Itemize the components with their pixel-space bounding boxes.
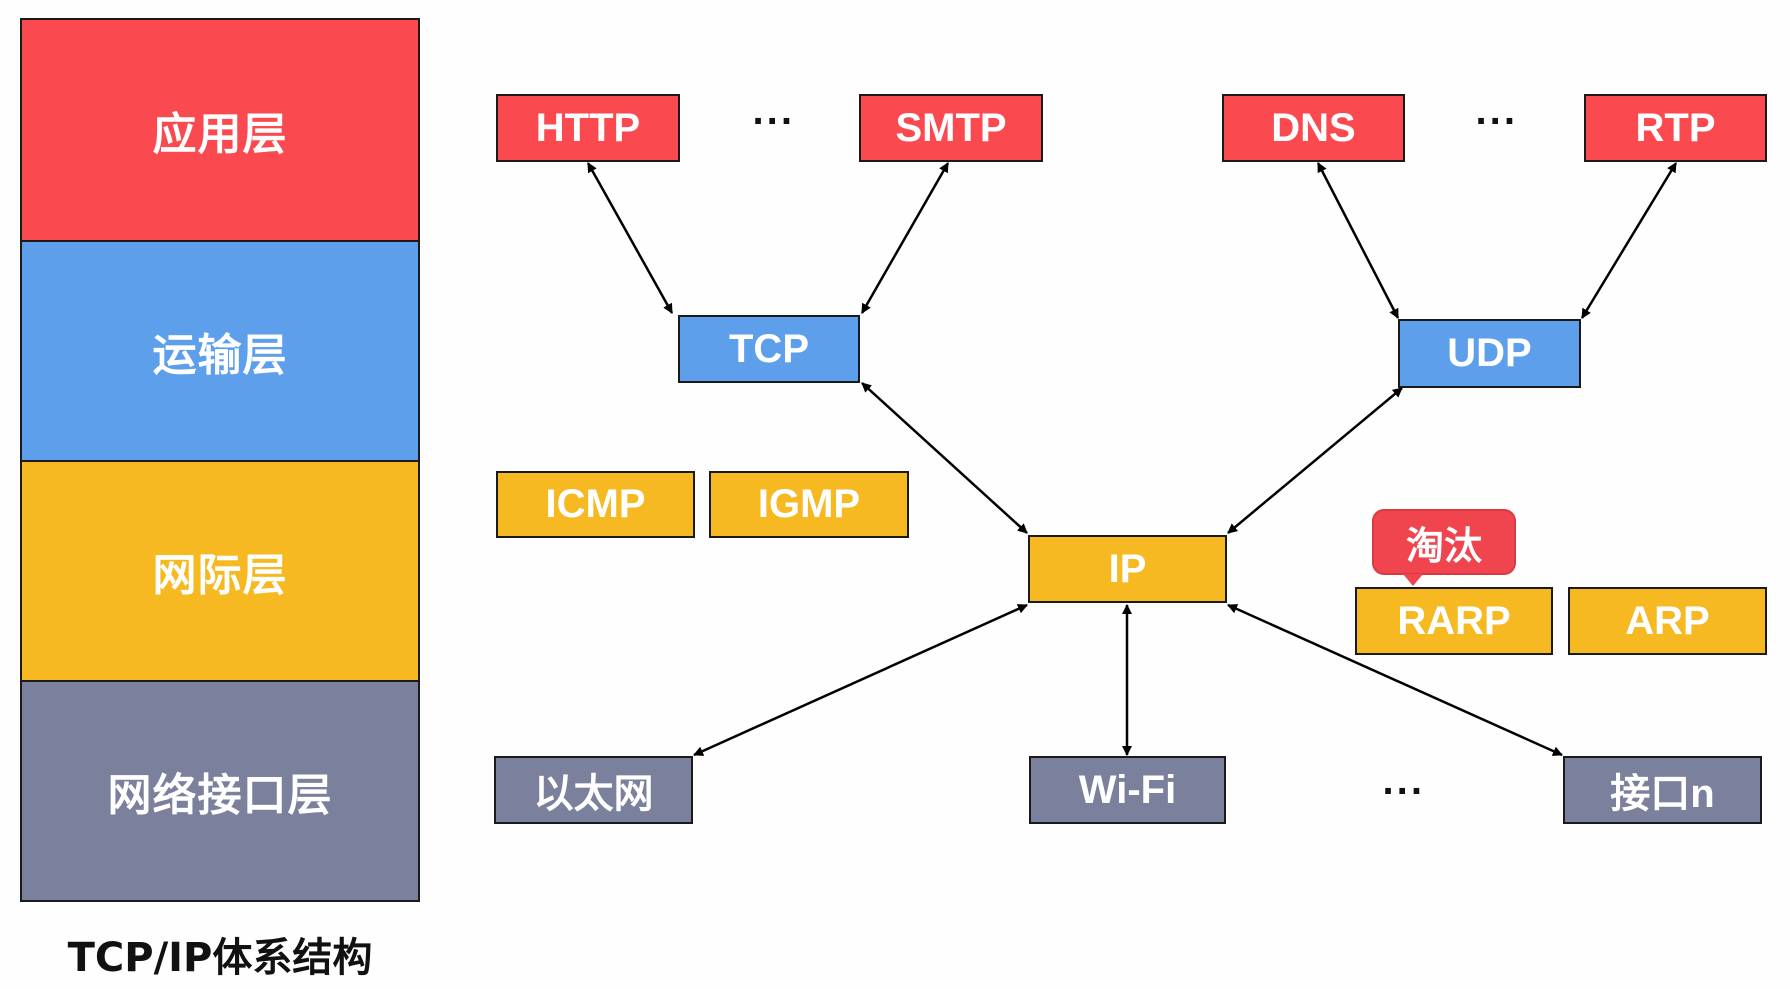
interface-ethernet: 以太网 [494, 756, 693, 824]
ellipsis-application-right: ··· [1475, 102, 1518, 140]
protocol-label: IGMP [757, 482, 861, 526]
protocol-label: RTP [1635, 105, 1716, 150]
protocol-label: 以太网 [533, 772, 654, 816]
protocol-label: DNS [1271, 105, 1356, 150]
protocol-label: Wi-Fi [1078, 767, 1177, 812]
protocol-ip: IP [1028, 535, 1227, 603]
arrow-udp-ip [1227, 387, 1403, 534]
layer-internet: 网际层 [20, 460, 420, 682]
protocol-udp: UDP [1398, 319, 1581, 388]
protocol-igmp: IGMP [709, 471, 909, 538]
interface-wifi: Wi-Fi [1029, 756, 1226, 824]
layer-label: 网络接口层 [107, 770, 333, 821]
badge-label: 淘汰 [1405, 523, 1482, 568]
arrow-ip-ethernet [693, 603, 1028, 757]
protocol-label: 接口n [1610, 772, 1715, 816]
protocol-tcp: TCP [678, 315, 860, 383]
protocol-label: UDP [1447, 331, 1532, 375]
layer-application: 应用层 [20, 18, 420, 242]
protocol-label: IP [1108, 546, 1147, 591]
protocol-rarp: RARP [1355, 587, 1553, 655]
layer-network-interface: 网络接口层 [20, 680, 420, 902]
badge-pointer [1403, 574, 1423, 586]
protocol-label: RARP [1397, 598, 1511, 643]
interface-n: 接口n [1563, 756, 1762, 824]
layer-label: 应用层 [152, 109, 288, 160]
protocol-smtp: SMTP [859, 94, 1043, 162]
protocol-label: TCP [729, 326, 809, 371]
protocol-arp: ARP [1568, 587, 1767, 655]
diagram-caption: TCP/IP体系结构 [67, 935, 373, 981]
deprecated-badge: 淘汰 [1372, 509, 1516, 575]
arrow-smtp-tcp [860, 162, 950, 314]
protocol-label: ARP [1625, 598, 1710, 643]
arrow-http-tcp [586, 162, 674, 314]
arrow-dns-udp [1316, 162, 1400, 319]
ellipsis-network-interface: ··· [1382, 772, 1425, 810]
protocol-http: HTTP [496, 94, 680, 162]
protocol-rtp: RTP [1584, 94, 1767, 162]
protocol-dns: DNS [1222, 94, 1405, 162]
ellipsis-application-left: ··· [752, 102, 795, 140]
arrow-ip-interface-n [1227, 603, 1563, 757]
arrow-tcp-ip [861, 382, 1028, 534]
protocol-label: SMTP [895, 105, 1007, 150]
protocol-label: ICMP [545, 482, 646, 526]
layer-label: 网际层 [152, 550, 288, 601]
arrow-rtp-udp [1580, 162, 1678, 319]
protocol-icmp: ICMP [496, 471, 695, 538]
layer-label: 运输层 [152, 330, 288, 381]
protocol-label: HTTP [535, 105, 641, 150]
